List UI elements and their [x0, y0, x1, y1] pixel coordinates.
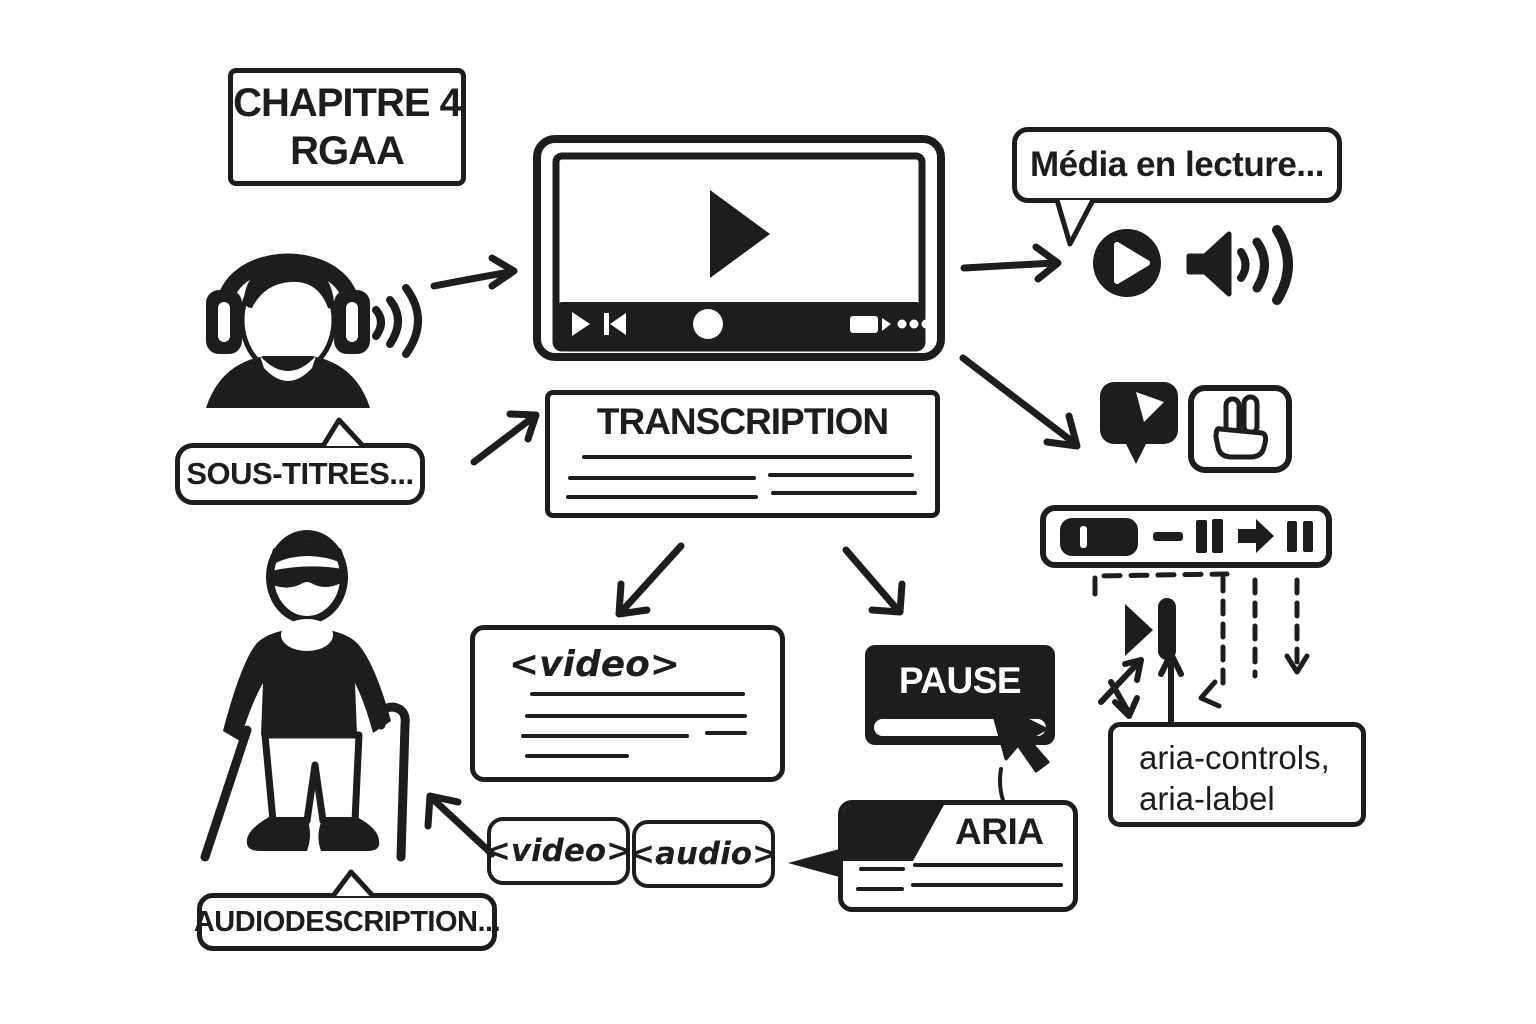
blind-person-icon	[200, 530, 410, 862]
aria-label: ARIA	[955, 811, 1044, 852]
text-line	[771, 491, 917, 495]
arrow-person-to-player	[430, 254, 518, 290]
chapter-title-box: CHAPITRE 4 RGAA	[228, 68, 466, 186]
media-playing-text: Média en lecture...	[1030, 145, 1324, 184]
pause-button: PAUSE	[865, 645, 1055, 745]
text-line	[705, 731, 747, 735]
video-tag-box: <video>	[484, 817, 633, 885]
video-player-icon	[533, 135, 945, 361]
play-icon	[710, 190, 770, 278]
arrow-player-to-media	[960, 243, 1062, 283]
headphones-user-icon	[206, 253, 422, 408]
pause-icon	[1196, 519, 1223, 553]
aria-attr-line2: aria-label	[1139, 780, 1275, 818]
fullscreen-icon	[850, 316, 878, 333]
subtitles-bubble: SOUS-TITRES...	[175, 443, 425, 505]
text-line	[566, 495, 758, 499]
media-playing-bubble: Média en lecture...	[1012, 127, 1342, 203]
arrow-player-to-interaction	[959, 354, 1081, 450]
play-control-icon	[572, 312, 590, 336]
video-code-tag: <video>	[509, 644, 681, 685]
progress-knob	[693, 309, 723, 339]
arrow-subtitles-to-transcription	[470, 410, 540, 466]
chapter-line2: RGAA	[290, 129, 405, 173]
video-tag: <video>	[484, 833, 633, 869]
arrow-transcription-to-video	[615, 542, 685, 618]
video-code-box: <video>	[470, 625, 785, 782]
audiodescription-bubble-tail	[331, 869, 375, 898]
arrow-tags-to-person	[424, 792, 496, 858]
subtitles-text: SOUS-TITRES...	[186, 456, 414, 491]
aria-attr-line1: aria-controls,	[1139, 739, 1330, 776]
speaker-volume-icon	[1186, 225, 1293, 305]
playback-controls-bar	[1040, 505, 1332, 568]
text-line	[525, 714, 747, 718]
text-line	[568, 476, 756, 480]
text-line	[768, 473, 914, 477]
audio-tag: <audio>	[628, 836, 779, 872]
skip-back-icon	[610, 313, 626, 335]
text-line	[525, 754, 629, 758]
cursor-click-bubble-icon	[1100, 382, 1178, 464]
hand-gesture-icon	[1188, 385, 1292, 473]
transcription-box: TRANSCRIPTION	[545, 390, 940, 518]
audio-tag-box: <audio>	[628, 820, 779, 888]
text-line	[911, 883, 1063, 887]
mouse-pointer-icon	[988, 699, 1050, 805]
chapter-line1: CHAPITRE 4	[233, 81, 462, 125]
minus-icon	[1153, 532, 1183, 541]
arrow-transcription-to-pause	[842, 546, 906, 616]
text-line	[913, 863, 1063, 867]
text-line	[530, 692, 745, 696]
aria-attributes-box: aria-controls, aria-label	[1108, 722, 1366, 827]
transcription-title: TRANSCRIPTION	[596, 401, 889, 442]
media-bubble-tail	[1054, 198, 1096, 247]
aria-bubble-tail	[788, 848, 843, 878]
sound-waves-icon	[372, 284, 422, 358]
aria-bubble: ARIA	[838, 800, 1078, 912]
pause-icon	[1287, 521, 1313, 552]
subtitles-bubble-tail	[320, 417, 365, 448]
aria-connectors	[1092, 571, 1310, 764]
text-line	[856, 887, 904, 891]
skip-next-icon	[1125, 598, 1176, 660]
text-line	[859, 867, 905, 871]
audiodescription-bubble: AUDIODESCRIPTION...	[193, 893, 501, 951]
checkmark-icon	[857, 809, 915, 847]
play-circle-icon	[1093, 229, 1161, 297]
audiodescription-text: AUDIODESCRIPTION...	[193, 905, 501, 938]
pause-label: PAUSE	[898, 660, 1022, 701]
forward-arrow-icon	[1238, 519, 1274, 553]
text-line	[521, 734, 689, 738]
aria-check-corner	[843, 805, 944, 861]
text-line	[582, 455, 912, 459]
